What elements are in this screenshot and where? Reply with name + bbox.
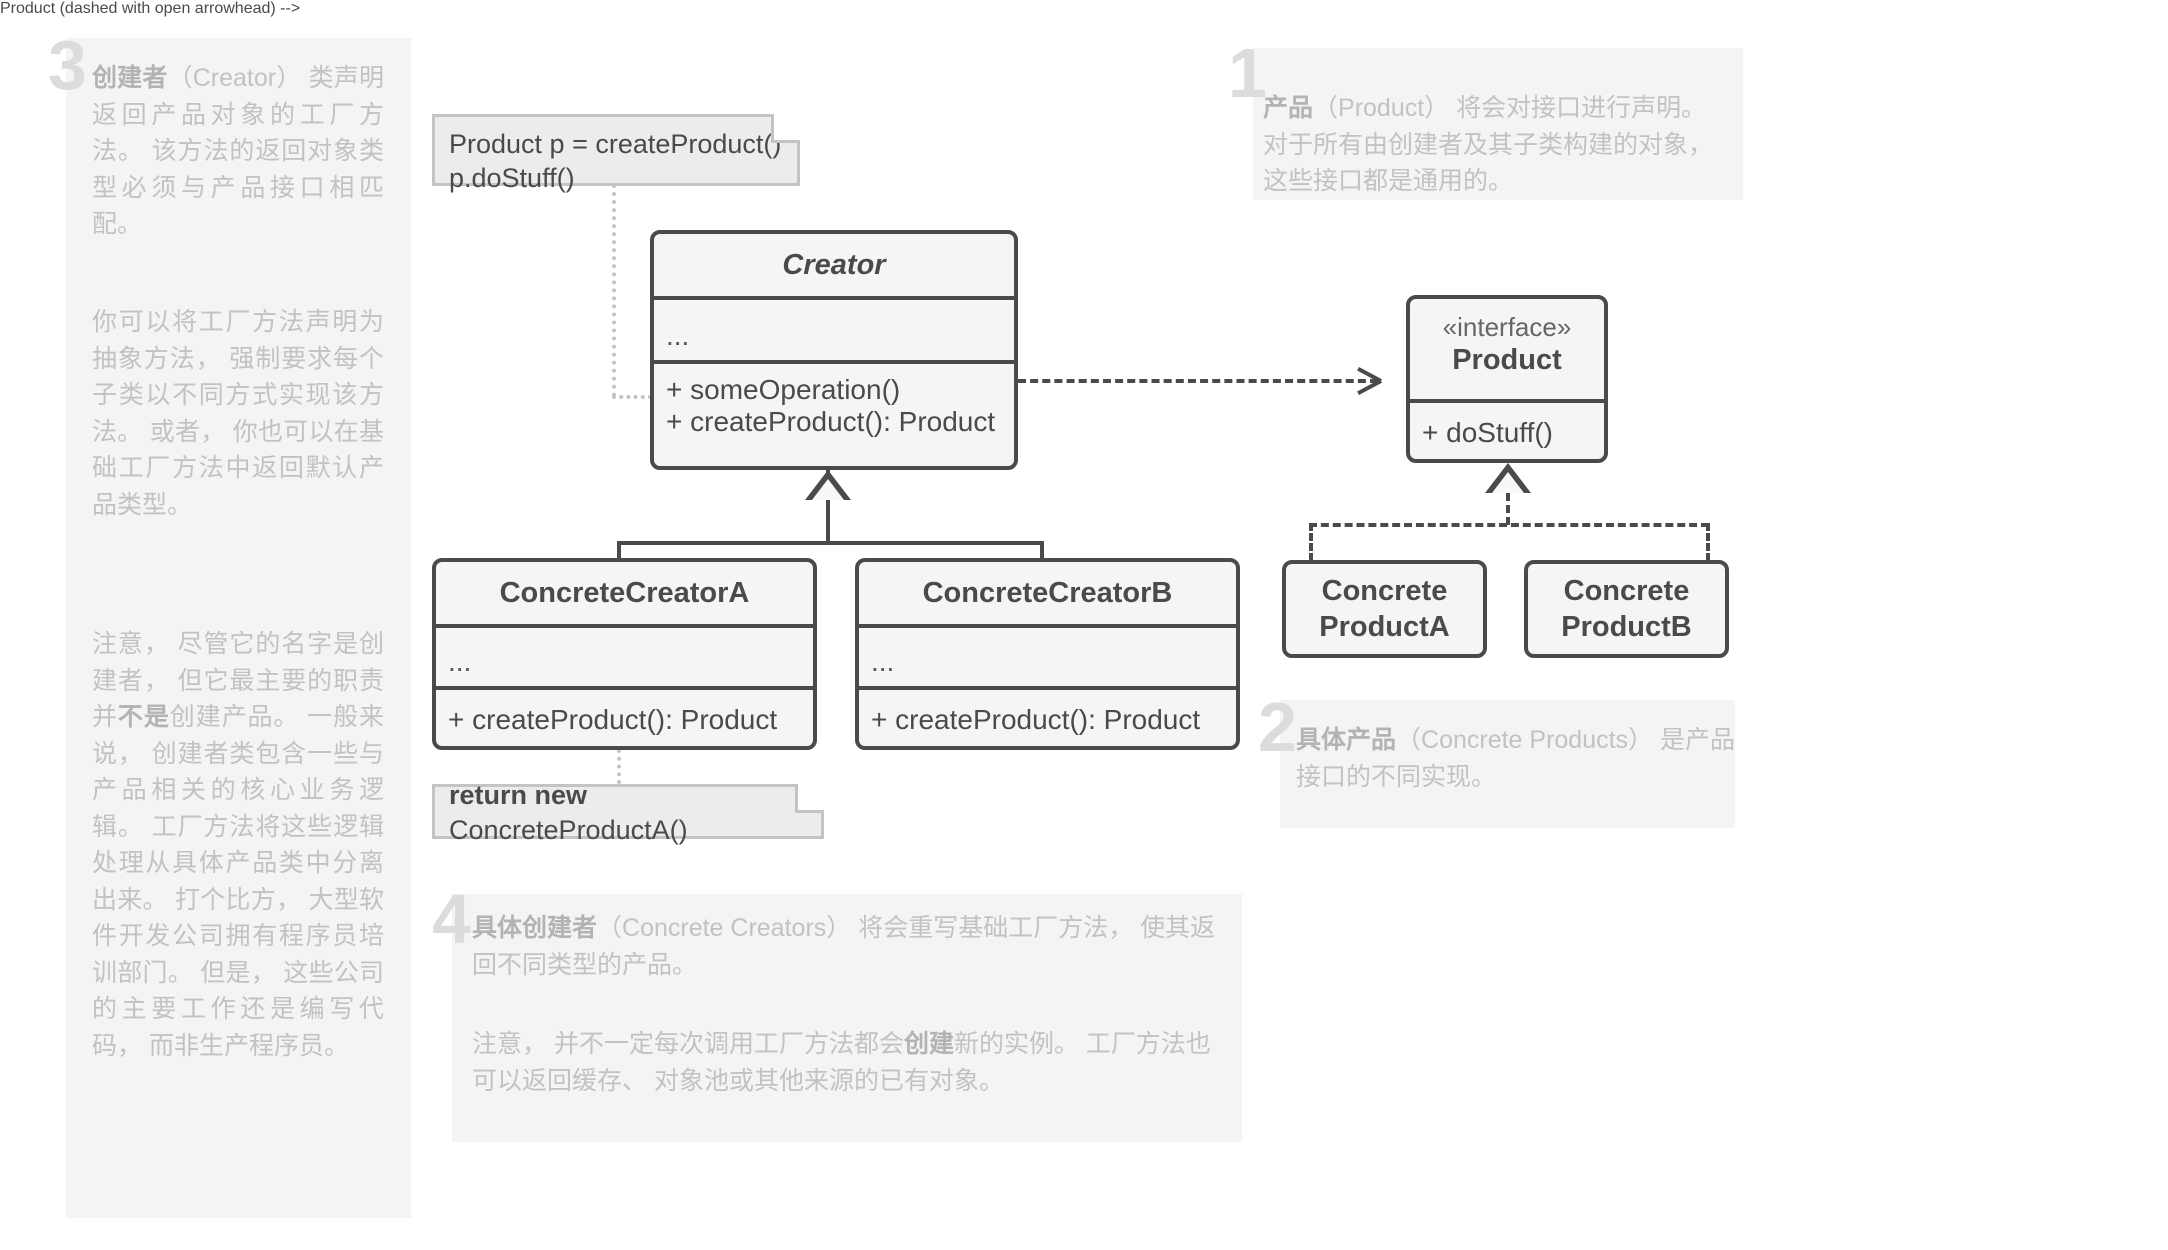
class-operations-product: + doStuff()	[1410, 399, 1604, 459]
note-return-text: return new ConcreteProductA()	[449, 778, 807, 846]
annotation-3-paragraph-2: 你可以将工厂方法声明为抽象方法， 强制要求每个子类以不同方式实现该方法。 或者，…	[92, 308, 384, 519]
annotation-number-1: 1	[1228, 34, 1267, 112]
concrete-product-a-line-2: ProductA	[1319, 611, 1450, 643]
annotation-3-p3-emphasis: 不是	[117, 703, 170, 731]
dependency-arrowhead	[1355, 379, 1381, 383]
operation-doStuff: + doStuff()	[1422, 417, 1554, 448]
operation-createProduct-a: + createProduct(): Product	[448, 704, 778, 735]
class-name-concrete-creator-b: ConcreteCreatorB	[922, 576, 1173, 609]
class-operations-concrete-creator-a: + createProduct(): Product	[436, 686, 813, 746]
operation-someOperation: + someOperation()	[666, 374, 901, 405]
class-box-concrete-product-b[interactable]: Concrete ProductB	[1524, 560, 1729, 658]
generalization-drop-creator	[826, 500, 830, 545]
annotation-4-term: 具体创建者	[472, 914, 598, 942]
class-operations-creator: + someOperation() + createProduct(): Pro…	[654, 360, 1014, 466]
annotation-2-term: 具体产品	[1296, 726, 1397, 754]
stereotype-interface: «interface»	[1442, 312, 1572, 342]
concrete-product-b-line-1: Concrete	[1563, 574, 1690, 607]
annotation-4-paragraph-1: 具体创建者（Concrete Creators） 将会重写基础工厂方法， 使其返…	[472, 910, 1232, 983]
annotation-4-paragraph-2: 注意， 并不一定每次调用工厂方法都会创建新的实例。 工厂方法也可以返回缓存、 对…	[472, 1026, 1232, 1099]
class-name-concrete-creator-a: ConcreteCreatorA	[499, 576, 750, 609]
annotation-3-paragraph-1: 创建者（Creator） 类声明返回产品对象的工厂方法。 该方法的返回对象类型必…	[92, 60, 384, 243]
operation-createProduct-abstract: + createProduct(): Product	[666, 406, 996, 437]
class-name-concrete-product-a: Concrete ProductA	[1319, 573, 1450, 646]
annotation-panel-1	[1253, 48, 1743, 200]
annotation-1-body: 将会对接口进行声明。 对于所有由创建者及其子类构建的对象，这些接口都是通用的。	[1263, 94, 1714, 195]
realization-triangle-product	[1485, 463, 1531, 493]
annotation-4-p2-a: 注意， 并不一定每次调用工厂方法都会	[472, 1030, 904, 1058]
class-name-creator: Creator	[782, 248, 886, 281]
class-box-creator[interactable]: Creator ... + someOperation() + createPr…	[650, 230, 1018, 470]
realization-drop-concrete-product-b	[1706, 523, 1710, 561]
note-connector-horizontal-creator	[612, 395, 652, 399]
concrete-product-b-line-2: ProductB	[1561, 611, 1692, 643]
generalization-triangle-creator	[805, 470, 851, 500]
annotation-2-latin: （Concrete Products）	[1396, 726, 1654, 754]
note-return-fold-corner	[795, 784, 824, 813]
annotation-3-body-1: 类声明返回产品对象的工厂方法。 该方法的返回对象类型必须与产品接口相匹配。	[92, 64, 384, 238]
generalization-bus-creators	[617, 541, 1044, 545]
note-return-expression: ConcreteProductA()	[449, 814, 688, 845]
class-operations-concrete-creator-b: + createProduct(): Product	[859, 686, 1236, 746]
realization-bus-products	[1309, 523, 1709, 527]
note-return-keyword: return new	[449, 780, 588, 811]
note-return-concrete-product-a[interactable]: return new ConcreteProductA()	[432, 780, 824, 845]
annotation-2-body: 是产品接口的不同实现。	[1296, 726, 1736, 791]
annotation-3-p3-a: 注意， 尽管它的名字是创建者， 但它最主要的职责并	[92, 630, 384, 731]
annotation-3-p3-b: 创建产品。 一般来说， 创建者类包含一些与产品相关的核心业务逻辑。 工厂方法将这…	[92, 703, 384, 1060]
realization-drop-product	[1506, 493, 1510, 525]
note-fold-corner	[771, 114, 800, 143]
generalization-drop-concrete-creator-a	[617, 541, 621, 563]
dependency-creator-to-product	[1018, 379, 1378, 383]
class-box-concrete-product-a[interactable]: Concrete ProductA	[1282, 560, 1487, 658]
annotation-4-p2-b: 新的实例。 工厂方法也可以返回缓存、 对象池或其他来源的已有对象。	[472, 1030, 1211, 1095]
annotation-number-3: 3	[48, 26, 87, 104]
note-creator-usage[interactable]: Product p = createProduct() p.doStuff()	[432, 114, 800, 193]
note-connector-return	[617, 749, 621, 784]
annotation-number-4: 4	[432, 880, 471, 958]
note-line-2: p.doStuff()	[449, 163, 575, 194]
annotation-3-latin: （Creator）	[167, 64, 302, 92]
annotation-4-p2-emphasis: 创建	[903, 1030, 954, 1058]
class-box-concrete-creator-a[interactable]: ConcreteCreatorA ... + createProduct(): …	[432, 558, 817, 750]
annotation-number-2: 2	[1258, 688, 1297, 766]
note-connector-vertical-creator	[612, 184, 616, 397]
class-name-concrete-product-b: Concrete ProductB	[1561, 573, 1692, 646]
class-name-product: Product	[1452, 343, 1562, 376]
class-box-product[interactable]: «interface» Product + doStuff()	[1406, 295, 1608, 463]
realization-triangle-inner	[1492, 472, 1524, 493]
annotation-1-text: 产品（Product） 将会对接口进行声明。 对于所有由创建者及其子类构建的对象…	[1263, 90, 1735, 200]
class-attributes-creator: ...	[654, 296, 1014, 360]
generalization-drop-concrete-creator-b	[1040, 541, 1044, 563]
class-attributes-concrete-creator-a: ...	[436, 624, 813, 686]
annotation-panel-2	[1280, 700, 1735, 828]
concrete-product-a-line-1: Concrete	[1321, 574, 1448, 607]
annotation-4-latin: （Concrete Creators）	[597, 914, 852, 942]
annotation-1-latin: （Product）	[1313, 94, 1450, 122]
class-attributes-concrete-creator-b: ...	[859, 624, 1236, 686]
operation-createProduct-b: + createProduct(): Product	[871, 704, 1201, 735]
annotation-panel-3	[66, 38, 411, 1218]
class-header-product: «interface» Product	[1410, 299, 1604, 399]
annotation-1-term: 产品	[1263, 94, 1314, 122]
realization-drop-concrete-product-a	[1309, 523, 1313, 561]
generalization-triangle-inner	[812, 479, 844, 500]
annotation-3-paragraph-3: 注意， 尽管它的名字是创建者， 但它最主要的职责并不是创建产品。 一般来说， 创…	[92, 626, 384, 1064]
class-box-concrete-creator-b[interactable]: ConcreteCreatorB ... + createProduct(): …	[855, 558, 1240, 750]
note-line-1: Product p = createProduct()	[449, 129, 782, 159]
annotation-4-body-1: 将会重写基础工厂方法， 使其返回不同类型的产品。	[472, 914, 1216, 979]
annotation-2-text: 具体产品（Concrete Products） 是产品接口的不同实现。	[1296, 722, 1736, 795]
annotation-3-term: 创建者	[92, 64, 168, 92]
annotation-panel-4	[452, 894, 1242, 1142]
